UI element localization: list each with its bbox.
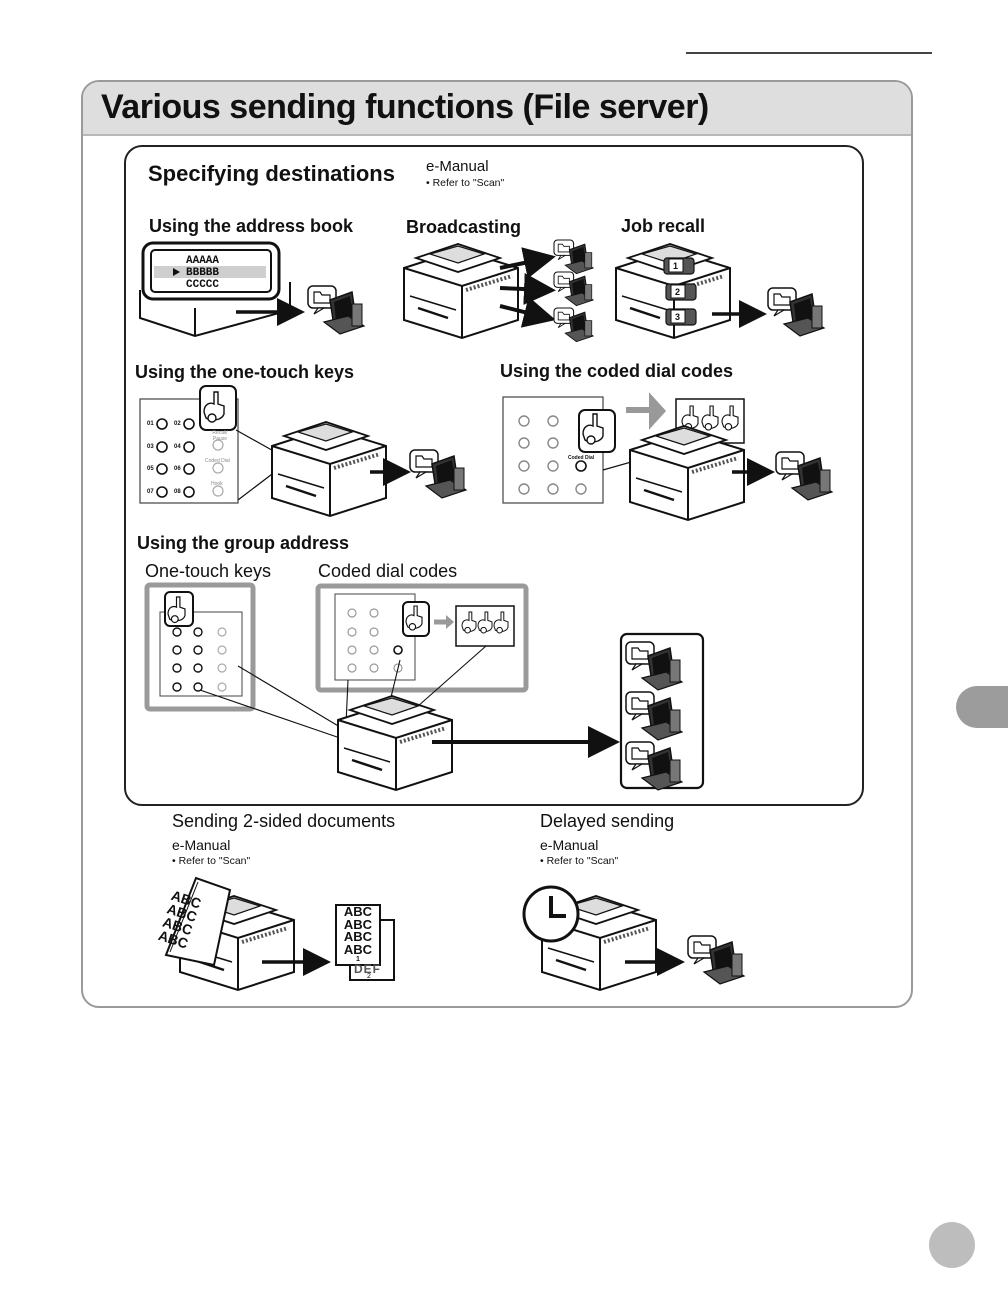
two-sided-refer: • Refer to "Scan" bbox=[172, 855, 251, 867]
key-label: 03 bbox=[147, 444, 154, 450]
chapter-tab bbox=[956, 686, 1008, 728]
page-number: 1 bbox=[356, 956, 360, 963]
one-touch-heading: Using the one-touch keys bbox=[135, 362, 355, 382]
key-label: 06 bbox=[174, 466, 181, 472]
address-entry-selected: BBBBB bbox=[186, 267, 220, 279]
group-heading: Using the group address bbox=[137, 533, 350, 553]
address-entry: AAAAA bbox=[186, 255, 220, 267]
doc-line: ABC bbox=[343, 916, 373, 932]
group-coded-label: Coded dial codes bbox=[318, 561, 458, 581]
delayed-heading: Delayed sending bbox=[540, 811, 675, 831]
panel-header: Various sending functions (File server) bbox=[83, 82, 911, 136]
address-book-illustration bbox=[139, 241, 365, 338]
side-key-label: Hook bbox=[211, 481, 223, 487]
broadcasting-illustration bbox=[402, 239, 594, 343]
two-sided-emanual[interactable]: e-Manual bbox=[172, 837, 231, 853]
job-number: 1 bbox=[673, 261, 679, 271]
panel-title: Various sending functions (File server) bbox=[101, 88, 709, 126]
coded-dial-key-label: Coded Dial bbox=[568, 455, 595, 461]
doc-line: ABC bbox=[343, 904, 373, 919]
key-label: 02 bbox=[174, 421, 181, 427]
job-number: 3 bbox=[675, 312, 681, 322]
key-label: 07 bbox=[147, 489, 154, 495]
delayed-refer: • Refer to "Scan" bbox=[540, 855, 619, 867]
header-rule bbox=[686, 52, 932, 54]
address-book-list: AAAAA BBBBB CCCCC bbox=[186, 255, 219, 291]
job-recall-heading: Job recall bbox=[621, 216, 706, 236]
specifying-refer: • Refer to "Scan" bbox=[426, 177, 505, 189]
group-one-touch-label: One-touch keys bbox=[145, 561, 272, 581]
key-label: 08 bbox=[174, 489, 181, 495]
specifying-emanual[interactable]: e-Manual bbox=[426, 158, 489, 175]
coded-dial-illustration bbox=[502, 392, 833, 522]
group-address-illustration bbox=[144, 582, 705, 792]
key-label: 05 bbox=[147, 466, 154, 472]
page-number-circle bbox=[929, 1222, 975, 1268]
address-entry: CCCCC bbox=[186, 279, 220, 291]
specifying-heading: Specifying destinations bbox=[148, 161, 395, 186]
broadcasting-heading: Broadcasting bbox=[406, 217, 522, 237]
one-touch-keys-illustration bbox=[139, 385, 467, 518]
destinations-box bbox=[124, 145, 864, 806]
back-page-text: DEF bbox=[354, 962, 381, 976]
delayed-illustration bbox=[522, 885, 745, 992]
key-label: 04 bbox=[174, 444, 181, 450]
functions-panel: Various sending functions (File server) bbox=[81, 80, 913, 1008]
job-recall-illustration bbox=[614, 242, 825, 340]
doc-line: ABC bbox=[343, 929, 373, 944]
key-label: 01 bbox=[147, 421, 154, 427]
coded-dial-heading: Using the coded dial codes bbox=[500, 361, 734, 381]
two-sided-heading: Sending 2-sided documents bbox=[172, 811, 396, 831]
job-number: 2 bbox=[675, 287, 681, 297]
two-sided-output-page: ABC ABC ABC ABC 1 bbox=[338, 904, 378, 964]
delayed-emanual[interactable]: e-Manual bbox=[540, 837, 599, 853]
side-key-label: Coded Dial bbox=[205, 458, 230, 464]
side-key-label: Recall/ Pause bbox=[212, 430, 228, 442]
address-book-heading: Using the address book bbox=[149, 216, 354, 236]
two-sided-illustration bbox=[164, 876, 395, 992]
back-page-number: 2 bbox=[367, 973, 371, 980]
doc-line: ABC bbox=[343, 941, 373, 957]
